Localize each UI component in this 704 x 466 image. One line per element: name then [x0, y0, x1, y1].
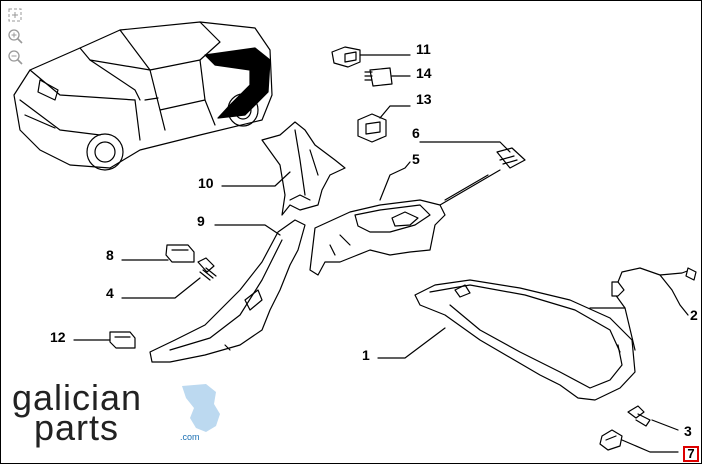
- callout-12: 12: [50, 329, 66, 345]
- callout-6: 6: [412, 125, 420, 141]
- zoom-in-icon[interactable]: [6, 27, 24, 45]
- callout-4: 4: [106, 285, 114, 301]
- brand-name-line1: galician: [12, 377, 143, 418]
- callout-1: 1: [362, 347, 370, 363]
- callout-14: 14: [416, 65, 432, 81]
- callout-3: 3: [684, 423, 692, 439]
- callout-11: 11: [416, 41, 431, 57]
- part-13-fastener: [357, 105, 411, 143]
- callout-2: 2: [690, 307, 698, 323]
- callout-13: 13: [416, 91, 432, 107]
- callout-5: 5: [412, 151, 420, 167]
- brand-name-line2: parts: [34, 407, 120, 448]
- car-illustration: [13, 21, 273, 171]
- part-11-switch: [331, 46, 411, 68]
- part-7-grommet: [599, 429, 679, 453]
- part-9-pillar: [149, 219, 306, 363]
- part-10-pillar-trim: [221, 121, 346, 216]
- callout-9: 9: [197, 213, 205, 229]
- brand-map-icon: [182, 384, 220, 432]
- part-1-parcel-shelf: [377, 279, 636, 401]
- part-4-screw: [121, 257, 217, 299]
- callout-10: 10: [198, 175, 214, 191]
- part-3-rivet: [627, 405, 679, 431]
- page-number-badge[interactable]: 7: [683, 446, 699, 462]
- part-8-clip: [121, 244, 195, 263]
- part-5-side-trim: [309, 161, 446, 276]
- fit-view-icon[interactable]: [6, 6, 24, 24]
- zoom-out-icon[interactable]: [6, 48, 24, 66]
- part-12-clip: [73, 331, 136, 349]
- part-14-clip: [364, 67, 411, 87]
- callout-8: 8: [106, 247, 114, 263]
- zoom-toolbar: [6, 6, 26, 66]
- brand-domain: .com: [180, 432, 200, 442]
- part-2-cable: [611, 267, 697, 316]
- brand-logo: galician parts .com: [10, 380, 220, 450]
- callout-labels: 11 14 13 6 5 10 9 8 4 12 1 2 3: [50, 41, 698, 439]
- part-6-clip: [419, 141, 526, 206]
